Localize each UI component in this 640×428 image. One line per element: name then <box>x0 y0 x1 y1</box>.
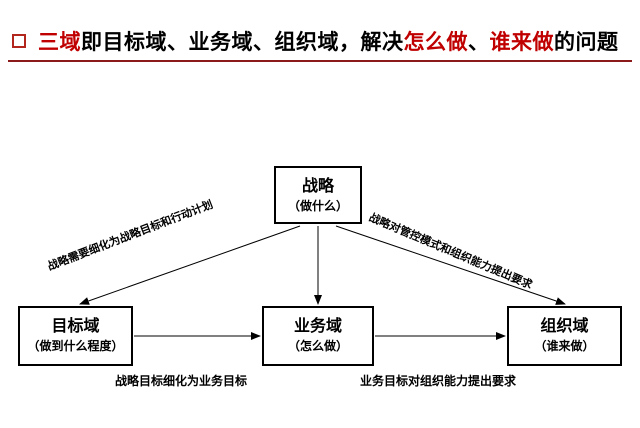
box-org-title: 组织域 <box>540 316 589 335</box>
title-part-5: 、 <box>468 30 490 54</box>
label-business-to-org: 业务目标对组织能力提出要求 <box>360 374 517 388</box>
box-business-title: 业务域 <box>293 316 342 335</box>
square-bullet-icon <box>12 34 26 48</box>
title-part-6: 谁来做 <box>489 30 554 54</box>
box-target-domain: 目标域 （做到什么程度） <box>18 306 133 366</box>
arrow-strategy-to-org <box>335 225 566 305</box>
header: 三域即目标域、业务域、组织域，解决怎么做、谁来做的问题 <box>0 0 640 62</box>
label-target-to-business: 战略目标细化为业务目标 <box>115 374 248 388</box>
title-part-4: 怎么做 <box>403 30 468 54</box>
arrow-strategy-to-target <box>79 225 301 305</box>
title-part-7: 的问题 <box>554 30 619 54</box>
box-business-subtitle: （怎么做） <box>287 339 348 353</box>
title-part-2: 域 <box>59 30 81 54</box>
box-strategy-subtitle: （做什么） <box>287 199 348 213</box>
title-divider <box>8 60 632 62</box>
box-strategy-title: 战略 <box>301 176 334 195</box>
title-part-3: 即目标域、业务域、组织域，解决 <box>81 30 404 54</box>
box-strategy: 战略 （做什么） <box>274 166 362 224</box>
box-business-domain: 业务域 （怎么做） <box>262 306 374 366</box>
title-part-1: 三 <box>38 30 60 54</box>
box-target-subtitle: （做到什么程度） <box>27 339 124 353</box>
box-org-domain: 组织域 （谁来做） <box>507 306 622 366</box>
box-org-subtitle: （谁来做） <box>534 339 595 353</box>
box-target-title: 目标域 <box>51 316 100 335</box>
page-title: 三域即目标域、业务域、组织域，解决怎么做、谁来做的问题 <box>38 26 619 56</box>
